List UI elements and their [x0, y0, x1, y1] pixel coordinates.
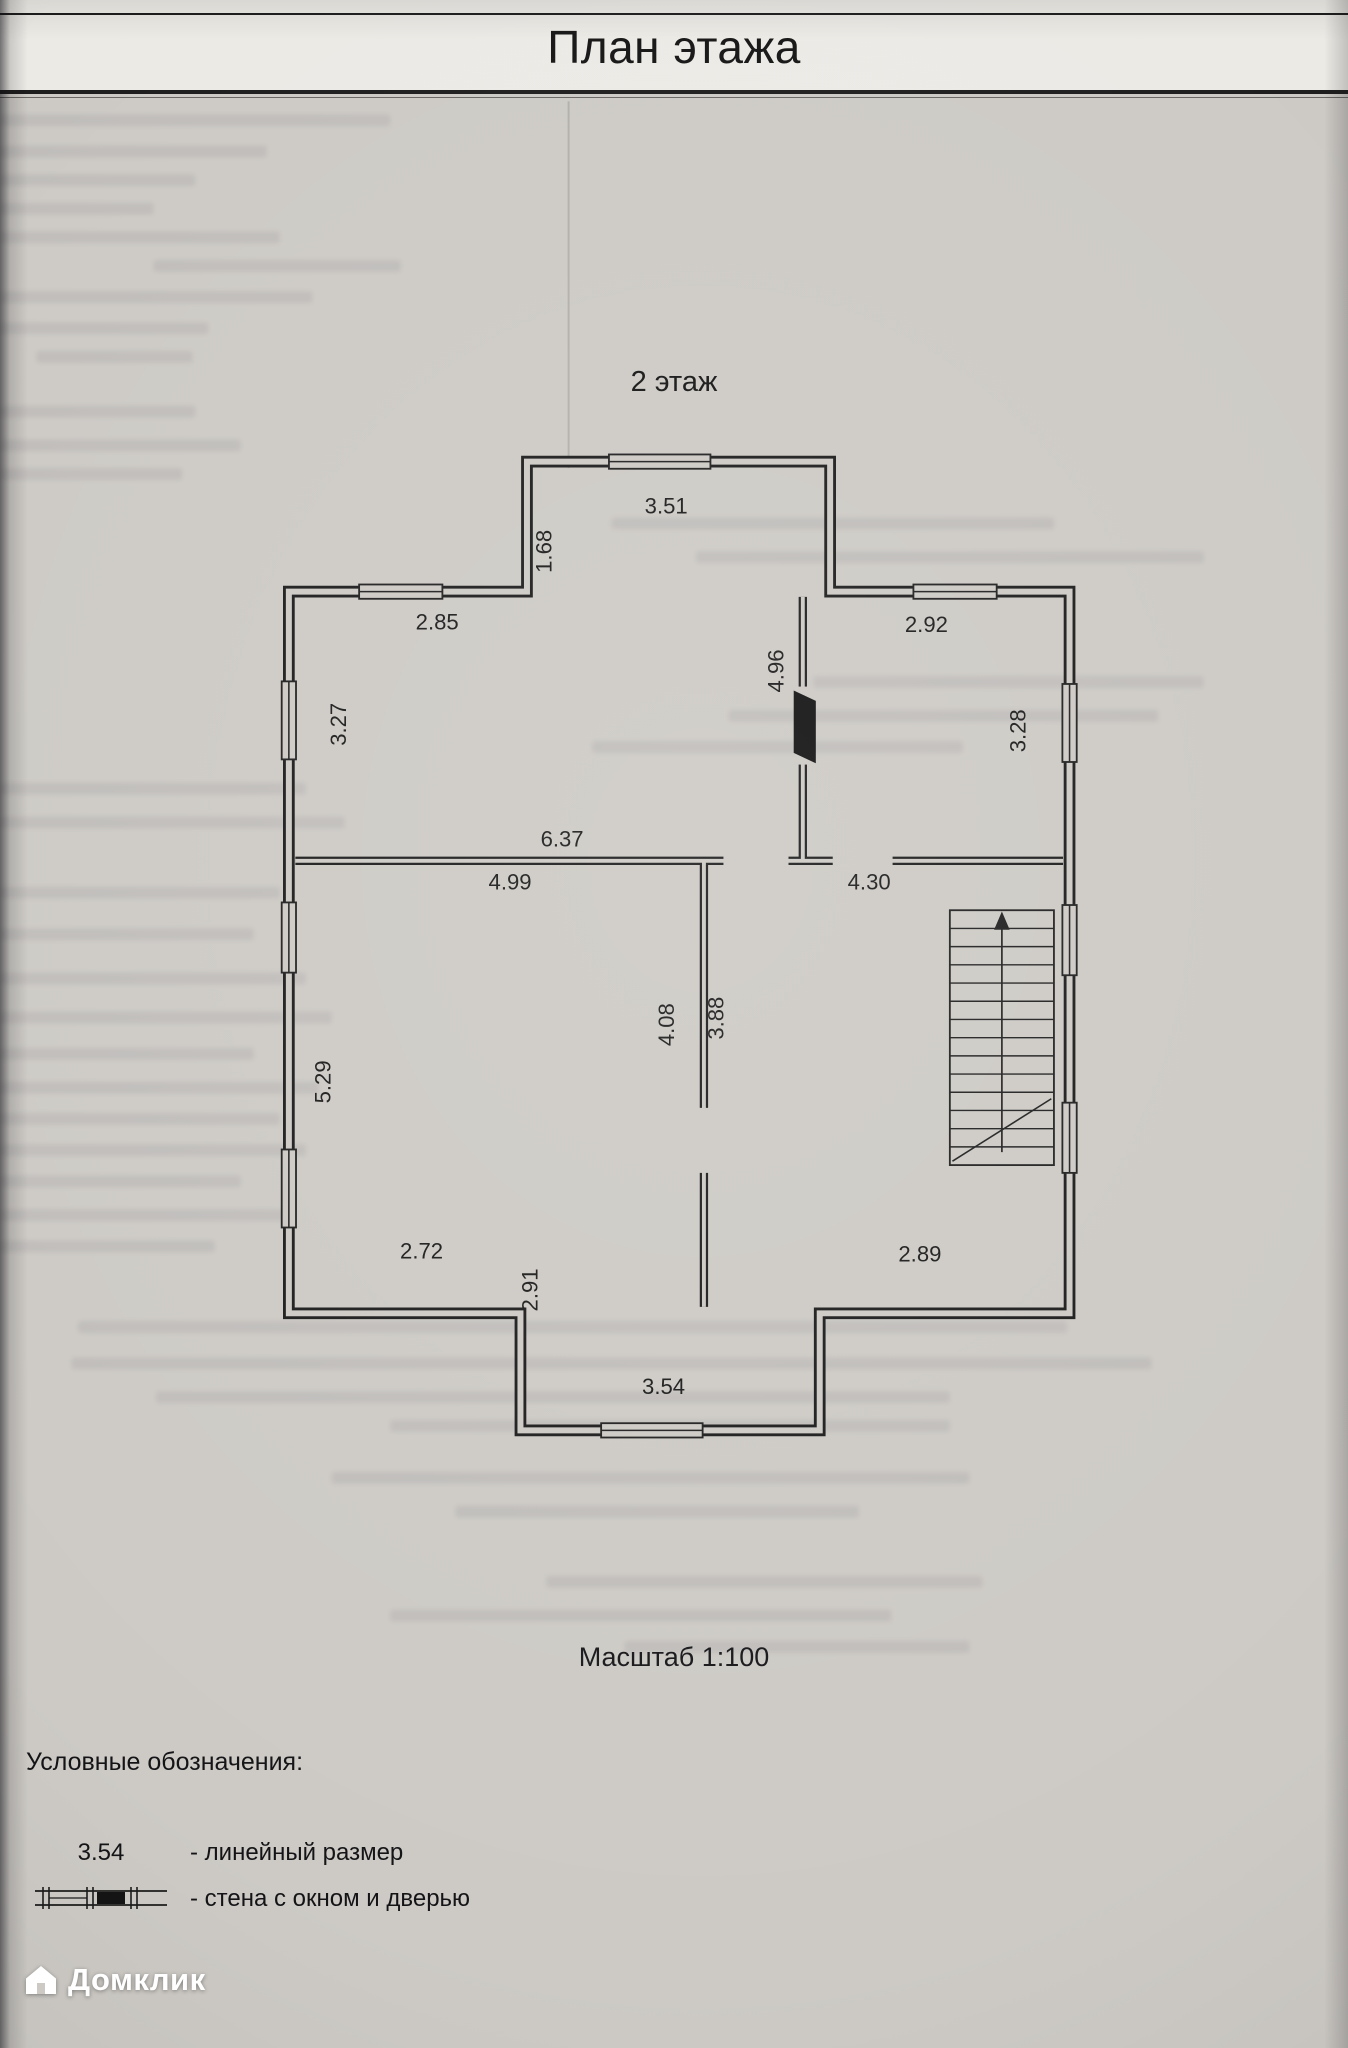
legend-item-linear-dimension: 3.54 - линейный размер	[26, 1835, 470, 1871]
window-symbol	[1061, 683, 1078, 763]
legend-item-label: - линейный размер	[190, 1839, 404, 1866]
dimension-label: 3.27	[326, 703, 351, 746]
window-symbol	[280, 901, 297, 974]
floor-label: 2 этаж	[630, 366, 718, 398]
window-symbol	[358, 583, 444, 600]
window-symbol	[1061, 1101, 1078, 1174]
dimension-label: 4.30	[848, 869, 891, 894]
legend-dimension-sample: 3.54	[77, 1839, 125, 1866]
dimension-label: 2.72	[400, 1239, 443, 1264]
dimension-label: 3.54	[642, 1374, 685, 1399]
dimension-label: 2.92	[905, 612, 948, 637]
door-openings	[696, 686, 893, 1173]
page-header: План этажа	[0, 0, 1348, 98]
stairs	[948, 909, 1055, 1166]
page-header-sub-rule	[0, 97, 1348, 98]
dimension-label: 2.89	[898, 1241, 941, 1266]
window-symbol	[280, 1148, 297, 1229]
door-symbol	[793, 690, 816, 764]
dimension-label: 4.08	[654, 1003, 679, 1046]
house-icon	[26, 1966, 56, 1994]
wall-with-window-and-door-icon	[35, 1887, 167, 1909]
dimension-label: 3.51	[645, 494, 688, 519]
window-symbol	[608, 453, 712, 470]
window-symbol	[1061, 904, 1078, 977]
domclick-watermark: Домклик	[24, 1962, 206, 1998]
watermark-label: Домклик	[68, 1962, 206, 1997]
scale-label: Масштаб 1:100	[578, 1642, 770, 1672]
interior-walls	[295, 596, 1064, 1307]
dimension-label: 6.37	[541, 827, 584, 852]
dimension-label: 2.85	[416, 609, 459, 634]
page-title: План этажа	[547, 21, 801, 73]
dimension-label: 2.91	[517, 1268, 542, 1311]
legend-item-label: - стена с окном и дверью	[190, 1885, 471, 1912]
window-symbol	[912, 583, 998, 600]
dimension-label: 3.88	[703, 997, 728, 1040]
dimension-label: 4.96	[763, 649, 788, 692]
legend: Условные обозначения: 3.54 - линейный ра…	[26, 1748, 470, 1927]
legend-title: Условные обозначения:	[26, 1748, 304, 1776]
window-symbol	[280, 680, 297, 761]
bleedthrough-text-artifacts	[0, 114, 1204, 1653]
dimension-label: 1.68	[532, 530, 557, 573]
dimension-label: 3.28	[1005, 709, 1030, 752]
window-symbol	[600, 1422, 704, 1439]
dimension-labels: 3.51 1.68 2.85 2.92 4.96 3.27 3.28 6.37 …	[310, 494, 1030, 1399]
page-top-rule	[0, 13, 1348, 15]
dimension-label: 5.29	[310, 1060, 335, 1103]
stairs-direction-arrow	[994, 911, 1010, 930]
dimension-label: 4.99	[489, 869, 532, 894]
legend-item-wall-symbol: - стена с окном и дверью	[26, 1881, 470, 1917]
